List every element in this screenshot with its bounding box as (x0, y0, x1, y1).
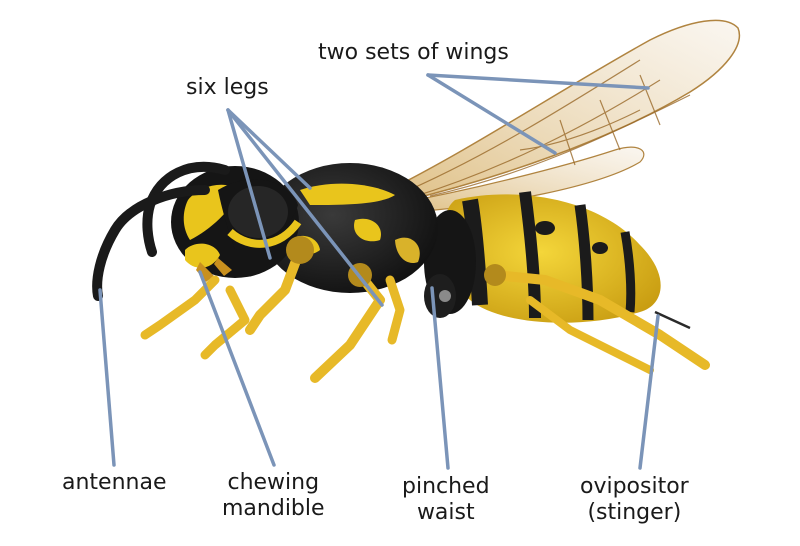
label-chewing-mandible-line1: chewing (222, 470, 325, 496)
label-ovipositor-stinger: ovipositor (stinger) (580, 474, 689, 526)
label-two-sets-of-wings-text: two sets of wings (318, 40, 509, 66)
label-pinched-waist-line1: pinched (402, 474, 490, 500)
label-ovipositor-line1: ovipositor (580, 474, 689, 500)
head (171, 166, 299, 278)
label-chewing-mandible-line2: mandible (222, 496, 325, 522)
label-six-legs-text: six legs (186, 75, 269, 101)
label-pinched-waist-line2: waist (402, 500, 490, 526)
pointer-antennae (100, 290, 114, 465)
label-chewing-mandible: chewing mandible (222, 470, 325, 522)
pointer-ovipositor (640, 316, 658, 468)
label-six-legs: six legs (186, 75, 269, 101)
label-ovipositor-line2: (stinger) (580, 500, 689, 526)
label-antennae-text: antennae (62, 470, 167, 496)
label-antennae: antennae (62, 470, 167, 496)
stinger-shape (655, 312, 690, 328)
label-two-sets-of-wings: two sets of wings (318, 40, 509, 66)
label-pinched-waist: pinched waist (402, 474, 490, 526)
